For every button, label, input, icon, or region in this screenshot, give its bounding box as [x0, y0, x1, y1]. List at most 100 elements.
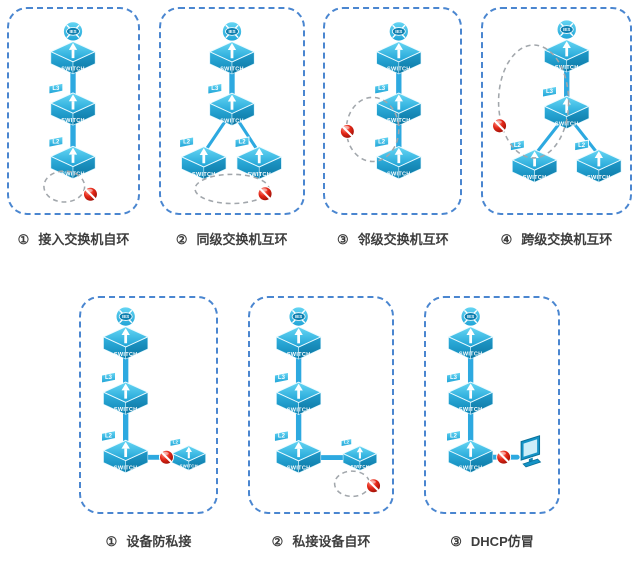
up-arrow-icon: [356, 446, 364, 459]
caption-number: ②: [271, 534, 284, 549]
switch-label: SWITCH: [555, 121, 579, 127]
up-arrow-icon: [562, 41, 571, 57]
layer-tag: L3: [542, 85, 557, 98]
layer-tag: L2: [101, 430, 116, 442]
hub-arrows-icon: IES: [115, 306, 136, 327]
layer-tag-label: L2: [578, 143, 586, 149]
layer-tag: L2: [509, 139, 525, 152]
core-badge-label: IES: [295, 314, 302, 319]
no-entry-icon: [83, 186, 98, 202]
caption-text: 接入交换机自环: [38, 232, 130, 247]
core-badge-label: IES: [396, 29, 403, 34]
up-arrow-icon: [199, 148, 208, 164]
switch-label: SWITCH: [287, 352, 311, 358]
layer-tag-label: L3: [52, 86, 60, 92]
up-arrow-icon: [68, 94, 78, 110]
switch-label: SWITCH: [387, 118, 411, 124]
core-badge-label: IES: [122, 314, 129, 319]
caption-number: ③: [450, 534, 462, 549]
switch-label: SWITCH: [61, 67, 85, 73]
no-entry-icon: [257, 186, 273, 202]
up-arrow-icon: [394, 147, 404, 164]
switch-node: SWITCH L3: [542, 85, 591, 130]
switch-label: SWITCH: [459, 352, 483, 358]
loop-dashed-path: [497, 44, 570, 159]
layer-tag: L2: [48, 136, 64, 148]
switch-node: SWITCH L3: [374, 82, 423, 126]
core-switch-node: SWITCH IES: [275, 306, 322, 360]
up-arrow-icon: [121, 328, 130, 344]
switch-node: SWITCH L2: [101, 430, 149, 474]
up-arrow-icon: [185, 446, 192, 459]
layer-tag: L3: [101, 371, 116, 384]
caption-text: 同级交换机互环: [196, 232, 288, 247]
core-badge-label: IES: [228, 29, 235, 34]
layer-tag-label: L2: [238, 140, 246, 146]
up-arrow-icon: [466, 441, 475, 457]
layer-tag: L2: [340, 438, 353, 448]
no-entry-icon: [492, 118, 508, 134]
up-arrow-icon: [394, 42, 404, 59]
layer-tag-label: L2: [105, 433, 113, 439]
up-arrow-icon: [227, 94, 236, 110]
loop-dashed-path: [43, 170, 86, 203]
core-badge-label: IES: [69, 29, 76, 34]
switch-label: SWITCH: [523, 175, 547, 181]
up-arrow-icon: [68, 147, 78, 163]
switch-label: SWITCH: [220, 67, 244, 73]
no-entry-icon: [340, 123, 356, 139]
layer-tag: L3: [207, 82, 222, 95]
core-switch-node: SWITCH IES: [49, 21, 97, 75]
layer-tag-label: L3: [278, 375, 286, 381]
switch-label: SWITCH: [247, 172, 271, 178]
layer-tag: L3: [374, 82, 390, 95]
switch-label: SWITCH: [459, 407, 483, 413]
layer-tag-label: L3: [378, 86, 386, 92]
up-arrow-icon: [530, 151, 539, 167]
layer-tag-label: L2: [52, 139, 60, 145]
switch-label: SWITCH: [192, 172, 216, 178]
switch-label: SWITCH: [287, 466, 311, 472]
layer-tag-label: L3: [105, 375, 113, 381]
layer-tag-label: L2: [450, 433, 458, 439]
switch-label: SWITCH: [114, 465, 138, 471]
no-entry-icon: [366, 478, 382, 494]
no-entry-icon: [158, 449, 174, 465]
caption-text: 跨级交换机互环: [521, 232, 613, 247]
up-arrow-icon: [466, 383, 475, 399]
switch-node: SWITCH L3: [101, 371, 149, 415]
switch-label: SWITCH: [114, 407, 138, 413]
